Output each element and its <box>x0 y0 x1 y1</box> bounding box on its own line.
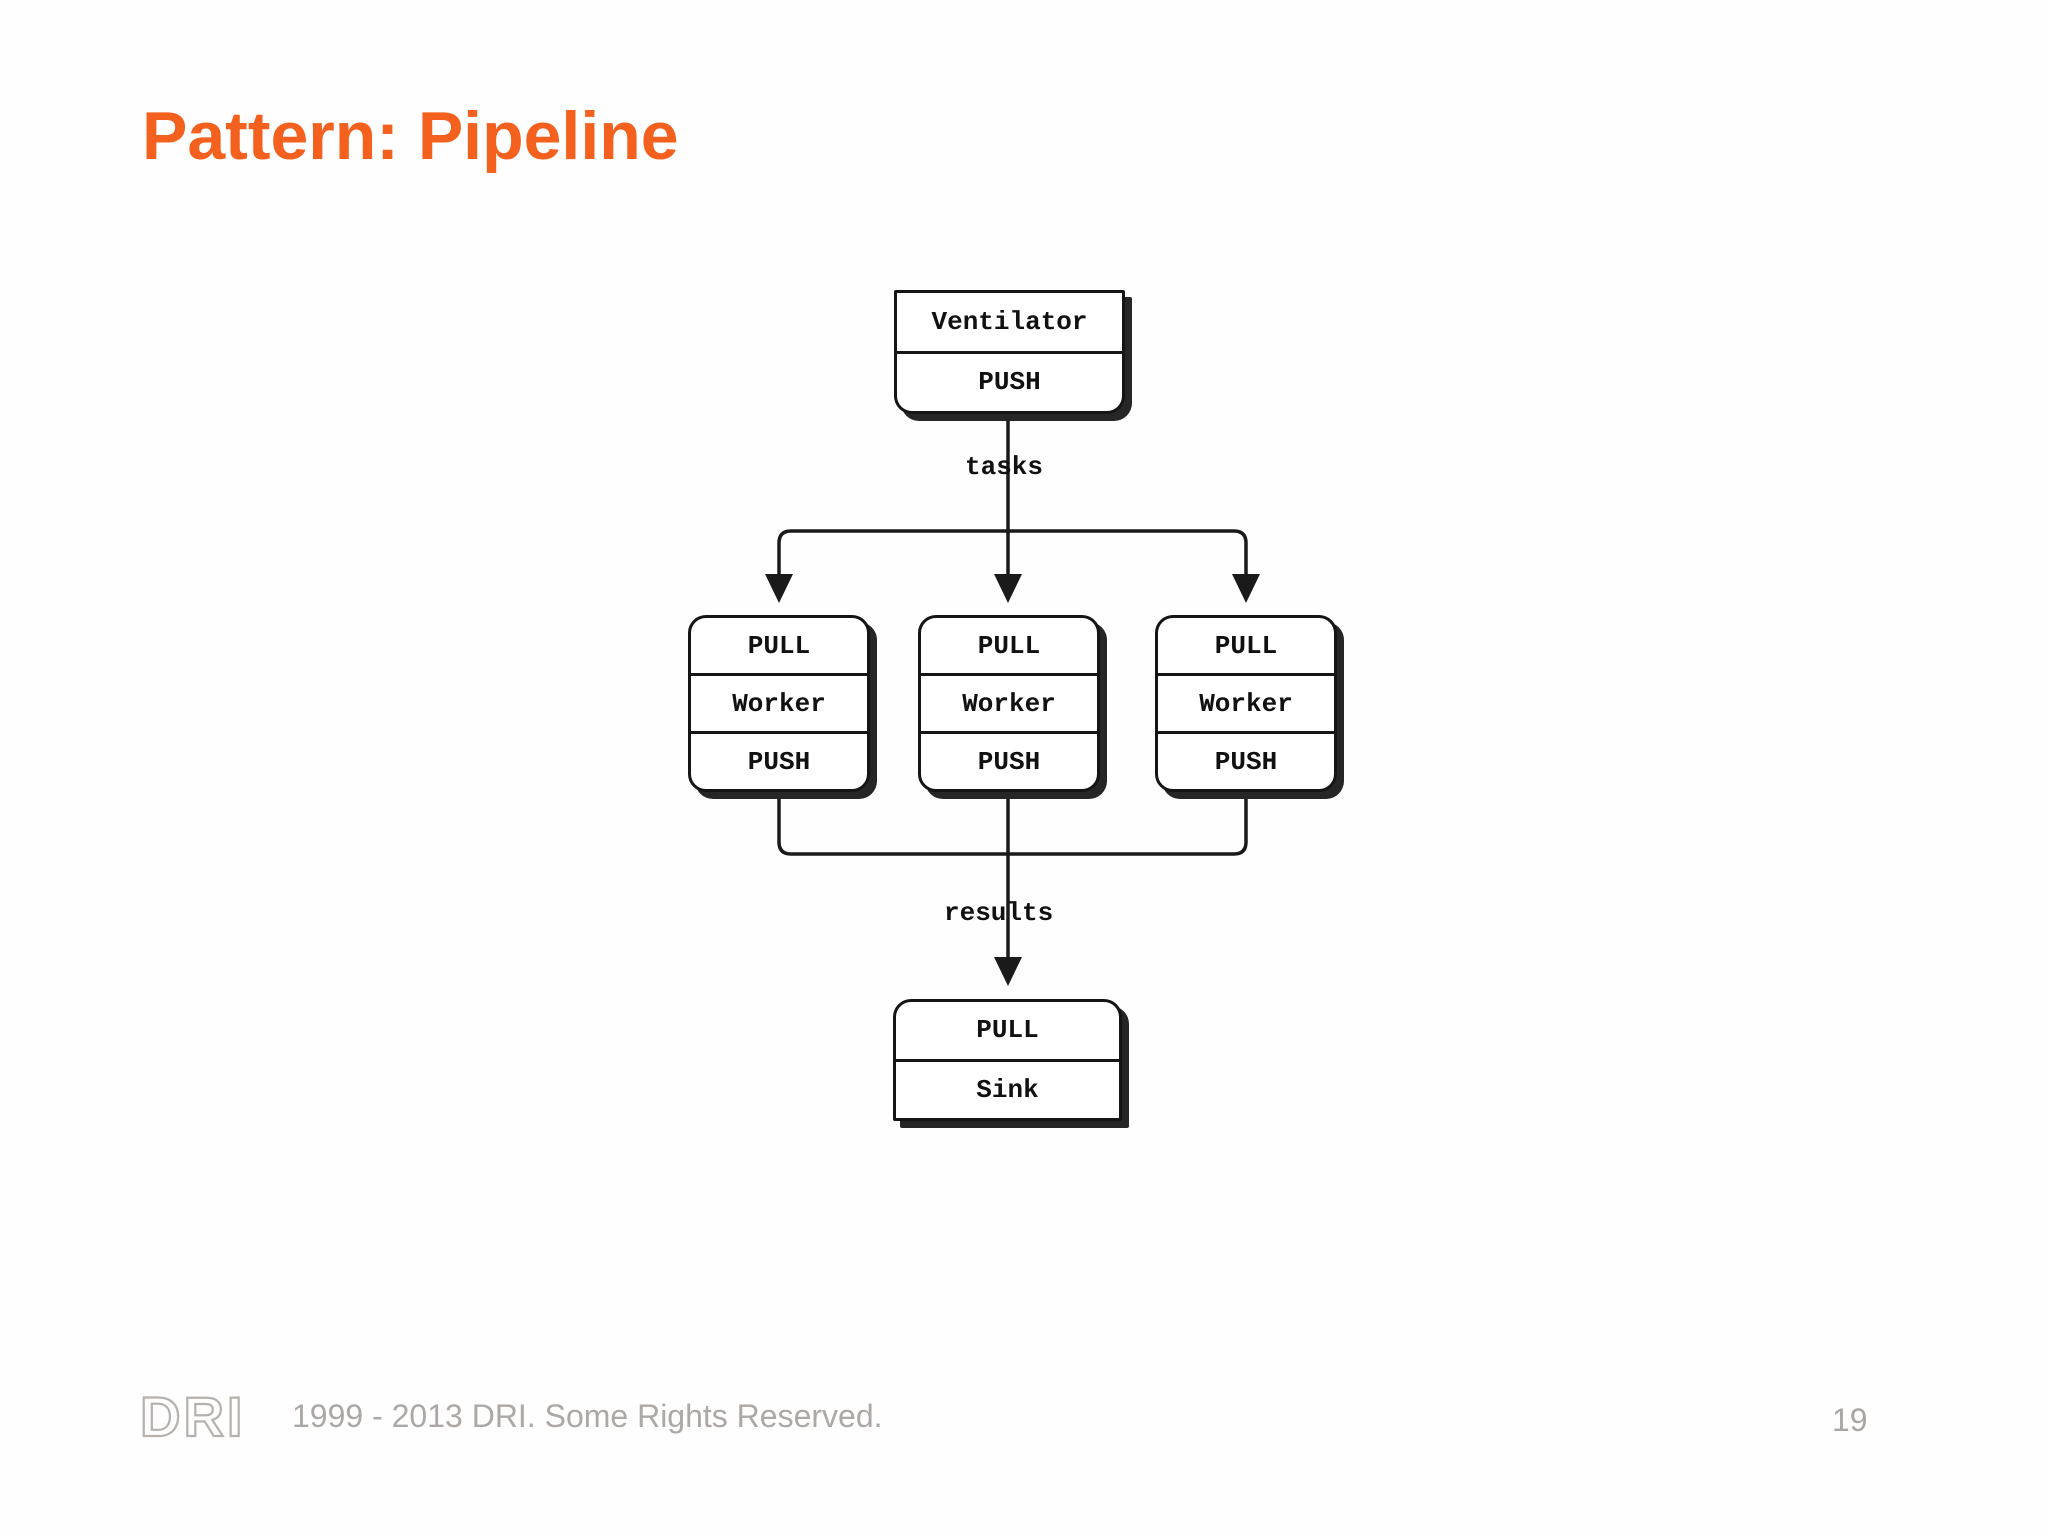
page-number: 19 <box>1832 1402 1868 1438</box>
dri-logo-text: DRI <box>140 1388 245 1448</box>
arrowhead-worker-right <box>1232 574 1260 603</box>
edge-label-tasks: tasks <box>965 452 1044 482</box>
edge-merge-rail <box>777 796 1248 856</box>
worker-in-socket: PULL <box>747 630 811 661</box>
copyright-text: 1999 - 2013 DRI. Some Rights Reserved. <box>292 1398 883 1434</box>
worker-in-socket: PULL <box>977 630 1041 661</box>
worker-name: Worker <box>691 673 867 731</box>
worker-name: Worker <box>1158 673 1334 731</box>
ventilator-name: Ventilator <box>931 306 1088 337</box>
page-title: Pattern: Pipeline <box>142 98 679 174</box>
worker-out-socket: PUSH <box>691 731 867 789</box>
edge-label-results: results <box>944 898 1054 928</box>
sink-node: PULL Sink <box>893 999 1122 1121</box>
arrowhead-sink <box>994 957 1022 986</box>
edge-fanout-rail <box>777 529 1248 575</box>
sink-socket: PULL <box>976 1015 1039 1046</box>
arrowhead-worker-middle <box>994 574 1022 603</box>
arrowhead-worker-left <box>765 574 793 603</box>
worker-node-3: PULL Worker PUSH <box>1155 615 1337 792</box>
worker-node-1: PULL Worker PUSH <box>688 615 870 792</box>
ventilator-socket: PUSH <box>897 350 1122 412</box>
worker-name: Worker <box>921 673 1097 731</box>
dri-logo: DRI <box>139 1388 245 1448</box>
ventilator-node: Ventilator PUSH <box>894 290 1125 414</box>
worker-out-socket: PUSH <box>1158 731 1334 789</box>
worker-in-socket: PULL <box>1214 630 1278 661</box>
sink-name: Sink <box>896 1058 1119 1119</box>
worker-out-socket: PUSH <box>921 731 1097 789</box>
worker-node-2: PULL Worker PUSH <box>918 615 1100 792</box>
